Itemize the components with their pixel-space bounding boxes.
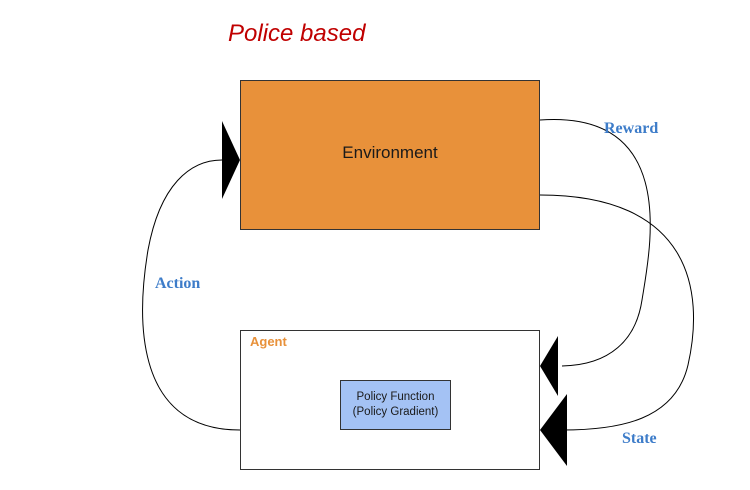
agent-node: Agent xyxy=(240,330,540,470)
policy-function-label: Policy Function xyxy=(356,391,435,403)
reward-edge xyxy=(539,119,651,367)
reward-label: Reward xyxy=(604,120,659,137)
action-edge xyxy=(142,159,241,431)
policy-gradient-label: (Policy Gradient) xyxy=(352,406,439,418)
action-arrowhead xyxy=(222,121,240,199)
environment-node: Environment xyxy=(240,80,540,230)
state-label: State xyxy=(622,430,657,447)
diagram-title: Police based xyxy=(228,20,366,47)
state-arrowhead xyxy=(540,394,567,466)
agent-label: Agent xyxy=(250,334,287,349)
environment-label: Environment xyxy=(342,143,438,162)
action-label: Action xyxy=(155,275,201,292)
state-edge xyxy=(539,194,694,431)
policy-function-node: Policy Function (Policy Gradient) xyxy=(340,380,451,430)
reward-arrowhead xyxy=(540,336,558,396)
